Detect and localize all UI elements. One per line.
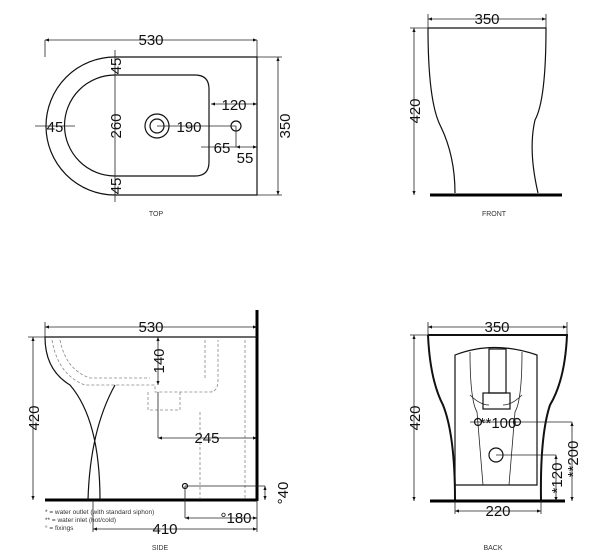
note-water-inlet: ** = water inlet (hot/cold) (45, 517, 116, 524)
front-view: 350 420 FRONT (407, 11, 562, 218)
back-base-label: 220 (485, 503, 510, 520)
side-view: 530 420 140 245 °180 410 °40 * = water o… (26, 310, 292, 552)
back-siphon-base (482, 392, 511, 410)
top-outline (45, 56, 258, 196)
top-tap-back-label: 120 (221, 97, 246, 114)
side-base-label: 410 (152, 521, 177, 538)
side-fixing-wall-label: °180 (220, 510, 251, 527)
front-height-label: 420 (407, 98, 424, 123)
side-outline (44, 336, 257, 501)
back-inlet-height-label: **200 (565, 441, 582, 478)
back-caption: BACK (483, 545, 502, 552)
side-fixing-height-label: °40 (275, 482, 292, 505)
side-bowl-depth-label: 140 (151, 348, 168, 373)
top-width-label: 530 (138, 32, 163, 49)
top-rim-bottom-label: 45 (108, 178, 125, 195)
top-basin (63, 74, 210, 177)
front-width-label: 350 (474, 11, 499, 28)
back-height-label: 420 (407, 405, 424, 430)
top-view: 530 350 45 260 45 45 120 190 65 55 TOP (35, 32, 294, 218)
note-fixings: ° = fixings (45, 524, 74, 532)
back-siphon (488, 348, 507, 394)
note-water-outlet: * = water outlet (with standard siphon) (45, 509, 154, 516)
side-caption: SIDE (152, 545, 169, 552)
front-caption: FRONT (482, 211, 507, 218)
back-view: 350 420 **100 **200 *120 220 BACK (407, 319, 582, 552)
back-width-label: 350 (484, 319, 509, 336)
top-rim-top-label: 45 (108, 58, 125, 75)
side-outlet-wall-label: 245 (194, 430, 219, 447)
back-outline (427, 334, 569, 501)
side-height-label: 420 (26, 405, 43, 430)
top-rim-front-label: 45 (47, 119, 64, 136)
back-recess (454, 346, 538, 486)
side-length-label: 530 (138, 319, 163, 336)
top-tap-a-label: 65 (214, 140, 231, 157)
front-outline (427, 27, 547, 194)
top-tap-b-label: 55 (237, 150, 254, 167)
top-depth-label: 350 (277, 113, 294, 138)
back-outlet-height-label: *120 (549, 463, 566, 494)
top-basin-label: 260 (108, 113, 125, 138)
top-outlet-label: 190 (176, 119, 201, 136)
top-caption: TOP (149, 211, 164, 218)
back-inlet-spacing-label: **100 (480, 415, 517, 432)
